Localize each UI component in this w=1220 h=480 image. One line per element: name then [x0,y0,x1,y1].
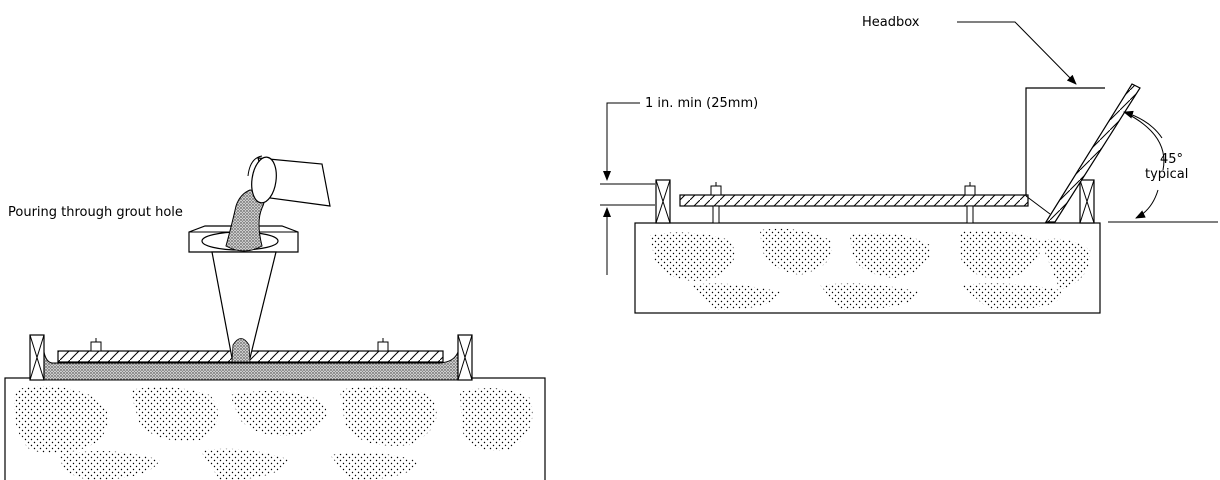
clearance-dimension [600,102,655,275]
form-block-left-2 [457,334,473,381]
headbox-leader [957,21,1077,85]
angle-dimension [1108,110,1218,223]
anchor-bolt-right-2 [964,182,976,224]
label-clearance: 1 in. min (25mm) [645,96,758,111]
form-block-left-1 [29,334,45,381]
grout-layer [43,351,459,381]
label-pouring: Pouring through grout hole [8,205,183,220]
label-angle-note: typical [1145,167,1188,182]
form-block-right-1 [655,179,671,224]
anchor-bolt-left-2 [377,338,389,352]
anchor-bolt-left-1 [90,338,102,352]
form-block-right-2 [1079,179,1095,224]
foundation-left [4,377,546,480]
headbox [1025,83,1141,223]
right-diagram: Headbox 1 in. min (25mm) 45° typical [600,15,1218,314]
label-headbox: Headbox [862,15,920,30]
foundation-right [634,222,1101,314]
base-plate-right [679,194,1029,207]
pouring-bucket [247,155,331,207]
anchor-bolt-right-1 [710,182,722,224]
label-angle-value: 45° [1160,152,1183,167]
left-diagram: Pouring through grout hole [4,155,546,480]
grout-stream [225,189,265,252]
